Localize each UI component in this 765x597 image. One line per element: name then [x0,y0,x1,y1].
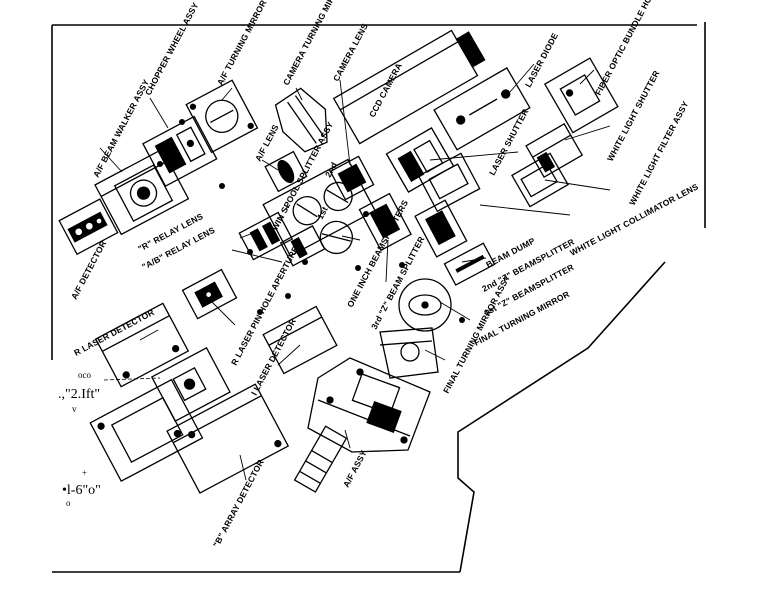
label-af-assy: A/F ASSY [341,448,369,489]
final-turning-mirror [398,278,452,332]
i-laser-detector [262,305,338,375]
b-array-detector [89,378,204,483]
ocr-noise-sup-1: oco [78,370,91,380]
chopper-wheel [142,115,218,187]
af-beam-walker [94,148,190,236]
r-laser-pin-hole-aperture [181,268,238,320]
label-af-beam-walker-assy: A/F BEAM WALKER ASSY [91,77,151,178]
label-ccd-camera: CCD CAMERA [367,61,404,119]
label-white-light-shutter: WHITE LIGHT SHUTTER [605,69,662,163]
af-lens-barrel [293,425,348,493]
mounting-holes [157,119,465,323]
final-turning-mirror-assy [379,327,439,379]
camera-turning-mirror [274,87,328,153]
beamsplitter-blocks [358,152,481,258]
ocr-noise-sub-2: o [66,498,71,508]
board-outline [51,22,706,573]
af-assy [307,357,431,453]
relay-lenses [238,211,326,267]
ocr-noise-fragments: oco .,"2.Ift" v + •l-6"o" o [58,370,161,508]
laser-diode [433,67,531,151]
af-lens [264,150,308,193]
b-array-baseplate [166,383,290,494]
label-af-turning-mirror: A/F TURNING MIRROR [215,0,269,87]
ocr-noise-dash [103,377,161,381]
r-laser-detector [94,302,190,388]
label-twin-spool-splitter-assy: TWIN SPOOL SPLITTER ASSY [267,120,336,237]
af-detector [58,198,119,256]
ocr-noise-line-2: •l-6"o" [62,483,101,498]
fiber-optic-bundle-holder [543,57,619,134]
twin-spool-splitter [262,158,377,257]
label-camera-lens: CAMERA LENS [331,21,370,83]
laser-shutter [385,127,455,193]
labels: CHOPPER WHEEL ASSY A/F TURNING MIRROR CA… [69,0,700,549]
label-laser-shutter: LASER SHUTTER [487,107,531,177]
label-first-2: 1st [315,205,330,221]
label-r-laser-detector: R LASER DETECTOR [72,307,156,358]
one-inch-beamsplitters [319,220,354,255]
label-second-2: 2nd [323,160,339,179]
ocr-noise-sup-2: + [82,468,87,478]
white-light-filter-assy [511,152,569,208]
ocr-noise-sub-1: v [72,404,77,414]
ccd-camera [332,29,486,145]
af-turning-mirror [185,79,259,154]
label-r-laser-pin-hole-aperture: R LASER PIN HOLE APERTURE [229,244,301,367]
ocr-noise-line-1: .,"2.Ift" [58,387,100,402]
label-laser-diode: LASER DIODE [523,31,560,89]
leader-lines [99,63,611,481]
label-chopper-wheel-assy: CHOPPER WHEEL ASSY [143,1,201,97]
label-b-array-detector: "B" ARRAY DETECTOR [211,458,266,549]
